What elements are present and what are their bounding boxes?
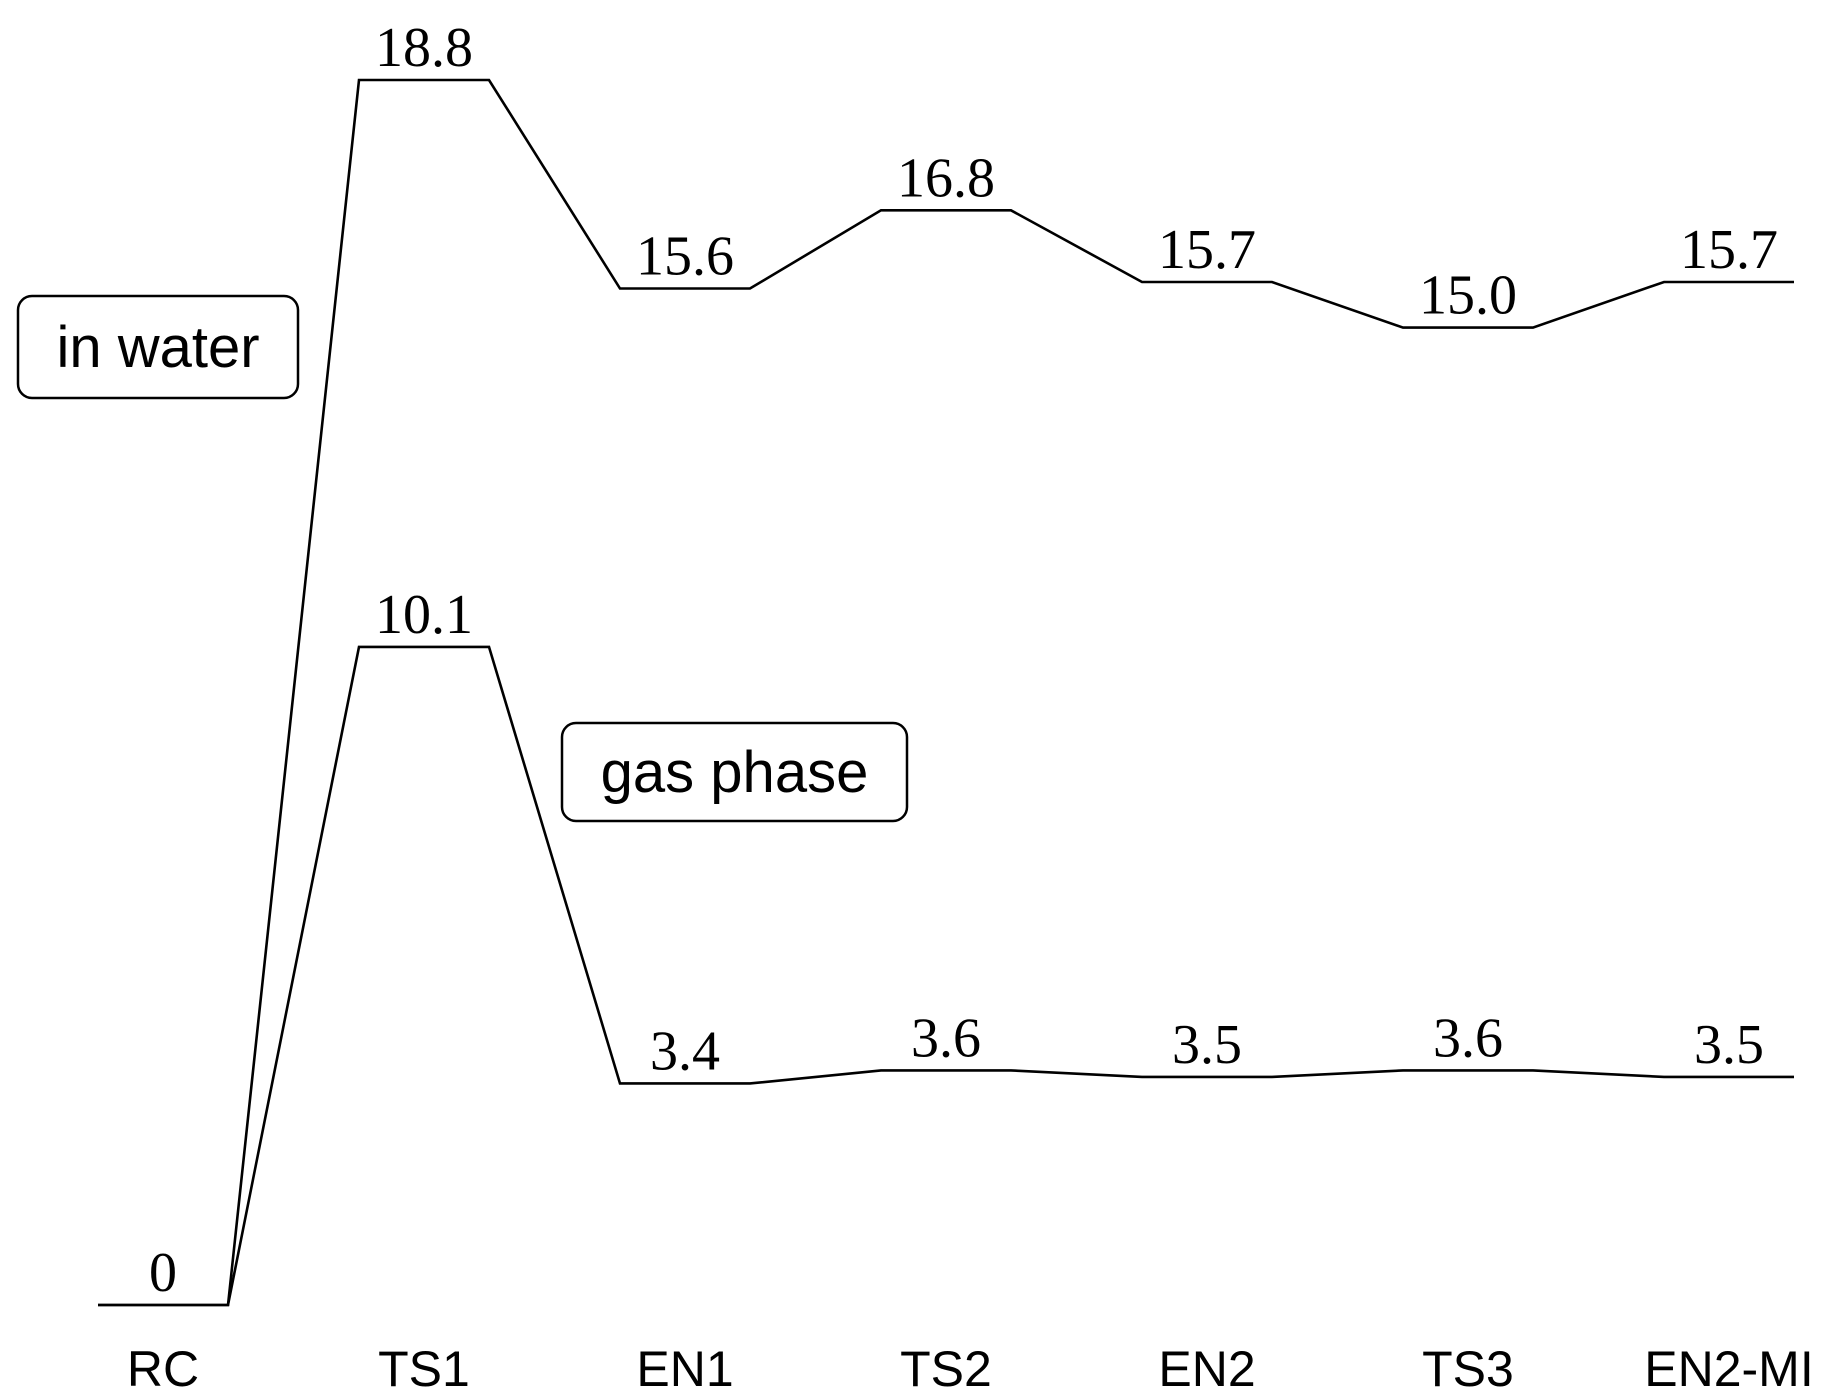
data-label-in-water-ts1: 18.8 [375,17,473,79]
data-label-in-water-en1: 15.6 [636,226,734,288]
series-box-frame [560,721,909,823]
series-name-in-water: in water [56,315,259,380]
data-label-gas-phase-ts1: 10.1 [375,584,473,646]
series-box-in-water: in water [16,294,300,400]
data-label-in-water-rc: 0 [149,1242,177,1304]
category-label-rc: RC [127,1341,199,1397]
data-label-in-water-en2-mi: 15.7 [1680,219,1778,281]
data-label-in-water-ts3: 15.0 [1419,265,1517,327]
data-label-gas-phase-en2: 3.5 [1172,1014,1242,1076]
category-label-ts2: TS2 [900,1341,992,1397]
category-label-ts1: TS1 [378,1341,470,1397]
series-box-frame [16,294,300,400]
series-labels: in water gas phase [16,294,909,823]
data-label-gas-phase-ts3: 3.6 [1433,1007,1503,1069]
series-line-in-water [98,78,1794,1307]
data-label-gas-phase-en1: 3.4 [650,1020,720,1082]
data-label-gas-phase-en2-mi: 3.5 [1694,1014,1764,1076]
series-box-gas-phase: gas phase [560,721,909,823]
category-label-en2: EN2 [1158,1341,1255,1397]
category-labels: RC TS1 EN1 TS2 EN2 TS3 EN2-MI [127,1341,1814,1397]
data-label-in-water-en2: 15.7 [1158,219,1256,281]
data-label-gas-phase-ts2: 3.6 [911,1007,981,1069]
series-name-gas-phase: gas phase [601,740,869,805]
category-label-ts3: TS3 [1422,1341,1514,1397]
category-label-en1: EN1 [636,1341,733,1397]
series-line-gas-phase [98,645,1794,1307]
data-label-in-water-ts2: 16.8 [897,147,995,209]
value-labels: 0 18.8 15.6 16.8 15.7 15.0 15.7 10.1 3.4 3.6 3.5 3.… [149,17,1778,1304]
category-label-en2-mi: EN2-MI [1644,1341,1813,1397]
profile-lines [98,78,1794,1307]
